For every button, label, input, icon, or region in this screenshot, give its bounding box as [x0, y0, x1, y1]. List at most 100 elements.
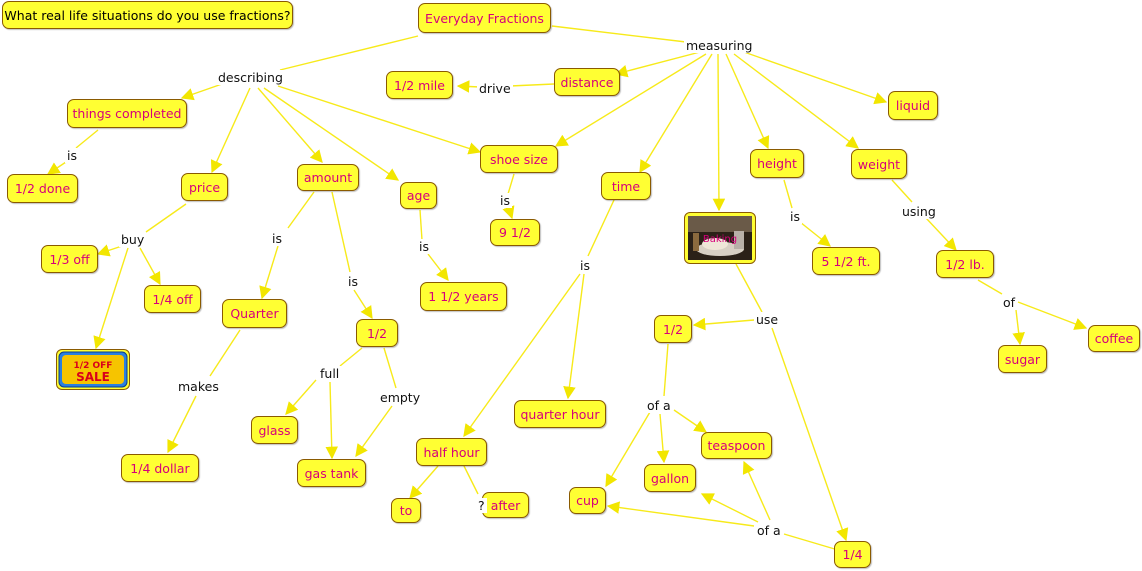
concept-label: sugar	[1004, 351, 1041, 367]
concept-label: shoe size	[490, 151, 548, 167]
link-is-height: is	[788, 209, 802, 224]
concept-things-completed[interactable]: things completed	[67, 99, 187, 128]
concept-label: gas tank	[304, 465, 359, 481]
concept-label: amount	[303, 170, 353, 185]
concept-to[interactable]: to	[391, 498, 421, 523]
link-question-mark: ?	[476, 498, 487, 513]
concept-label: things completed	[72, 106, 182, 121]
concept-label: time	[611, 178, 641, 194]
concept-label: age	[406, 188, 431, 203]
concept-quarter-dollar[interactable]: 1/4 dollar	[121, 454, 199, 482]
concept-label: 5 1/2 ft.	[821, 253, 871, 269]
concept-label: 1/2 lb.	[945, 256, 985, 272]
link-of-a-lower: of a	[755, 523, 783, 538]
concept-third-off[interactable]: 1/3 off	[41, 245, 98, 273]
concept-label: 1/4 off	[152, 291, 193, 307]
concept-label: 1/2 done	[14, 181, 71, 196]
concept-label: 1/2 mile	[394, 77, 445, 93]
concept-half-hour[interactable]: half hour	[416, 438, 487, 466]
concept-label: weight	[857, 156, 901, 172]
concept-after[interactable]: after	[482, 492, 529, 518]
baking-image[interactable]: Baking	[684, 212, 756, 264]
concept-half-mile[interactable]: 1/2 mile	[386, 71, 453, 99]
concept-shoe-value[interactable]: 9 1/2	[490, 219, 540, 246]
concept-liquid[interactable]: liquid	[888, 91, 938, 120]
concept-quarter-off[interactable]: 1/4 off	[144, 285, 201, 313]
concept-label: gallon	[650, 470, 690, 486]
concept-age-value[interactable]: 1 1/2 years	[420, 282, 507, 311]
concept-label: 1/4 dollar	[130, 460, 190, 476]
sale-sign-icon: 1/2 OFF SALE	[58, 351, 128, 388]
concept-gallon[interactable]: gallon	[644, 464, 696, 492]
link-of-a-upper: of a	[645, 398, 673, 413]
link-measuring: measuring	[684, 38, 755, 53]
concept-glass[interactable]: glass	[251, 416, 298, 444]
concept-label: coffee	[1094, 331, 1134, 346]
concept-label: price	[188, 179, 221, 195]
baking-caption: Baking	[703, 234, 737, 245]
concept-price[interactable]: price	[181, 173, 228, 201]
concept-time[interactable]: time	[601, 172, 651, 200]
concept-half-done[interactable]: 1/2 done	[7, 174, 78, 203]
concept-label: liquid	[895, 98, 931, 113]
svg-text:SALE: SALE	[76, 370, 110, 384]
concept-quarter-hour[interactable]: quarter hour	[514, 400, 606, 428]
concept-label: quarter hour	[520, 406, 600, 422]
concept-height[interactable]: height	[750, 149, 804, 178]
concept-quarter-measure[interactable]: 1/4	[834, 541, 871, 568]
link-is-shoe: is	[498, 193, 512, 208]
concept-label: Everyday Fractions	[425, 10, 544, 26]
link-of: of	[1001, 295, 1018, 310]
concept-label: distance	[560, 74, 614, 90]
concept-label: cup	[576, 493, 599, 508]
link-drive: drive	[477, 81, 513, 96]
concept-label: to	[399, 503, 413, 518]
link-full: full	[318, 366, 342, 381]
link-is-age: is	[417, 239, 431, 254]
link-is-time: is	[578, 258, 592, 273]
baking-photo-icon: Baking	[688, 216, 752, 260]
concept-weight[interactable]: weight	[851, 149, 907, 179]
link-describing: describing	[216, 70, 285, 85]
concept-amount[interactable]: amount	[297, 164, 359, 191]
concept-cup[interactable]: cup	[569, 487, 606, 514]
link-is-amount-half: is	[346, 274, 360, 289]
concept-label: after	[490, 497, 521, 513]
concept-label: teaspoon	[707, 438, 766, 453]
link-empty: empty	[378, 390, 423, 405]
link-makes: makes	[176, 379, 221, 394]
concept-coffee[interactable]: coffee	[1088, 325, 1140, 352]
focus-question-text: What real life situations do you use fra…	[4, 7, 291, 23]
link-using: using	[900, 204, 938, 219]
link-use: use	[754, 312, 781, 327]
concept-height-value[interactable]: 5 1/2 ft.	[812, 247, 880, 275]
concept-teaspoon[interactable]: teaspoon	[701, 432, 772, 459]
concept-half-pound[interactable]: 1/2 lb.	[936, 250, 994, 278]
concept-shoe-size[interactable]: shoe size	[480, 145, 558, 173]
sale-image[interactable]: 1/2 OFF SALE	[56, 349, 130, 390]
concept-label: 1 1/2 years	[428, 289, 499, 304]
concept-label: 9 1/2	[498, 225, 532, 240]
concept-distance[interactable]: distance	[554, 68, 620, 96]
concept-gas-tank[interactable]: gas tank	[297, 459, 366, 487]
concept-everyday-fractions[interactable]: Everyday Fractions	[418, 3, 551, 33]
concept-quarter[interactable]: Quarter	[222, 299, 287, 328]
concept-label: height	[757, 156, 797, 171]
concept-label: 1/2	[366, 325, 388, 341]
svg-text:1/2 OFF: 1/2 OFF	[74, 361, 113, 371]
concept-label: 1/3 off	[49, 251, 90, 267]
concept-half-measure[interactable]: 1/2	[654, 315, 692, 343]
link-is-amount-quarter: is	[270, 231, 284, 246]
concept-label: 1/2	[662, 321, 684, 337]
concept-label: 1/4	[842, 547, 863, 562]
concept-label: Quarter	[230, 306, 279, 321]
concept-age[interactable]: age	[400, 182, 437, 209]
link-buy: buy	[119, 232, 147, 247]
concept-label: half hour	[423, 444, 480, 460]
focus-question-box[interactable]: What real life situations do you use fra…	[2, 1, 293, 29]
concept-label: glass	[258, 422, 291, 438]
concept-sugar[interactable]: sugar	[998, 345, 1047, 373]
concept-half-amount[interactable]: 1/2	[356, 319, 398, 347]
link-is-completed: is	[65, 148, 79, 163]
